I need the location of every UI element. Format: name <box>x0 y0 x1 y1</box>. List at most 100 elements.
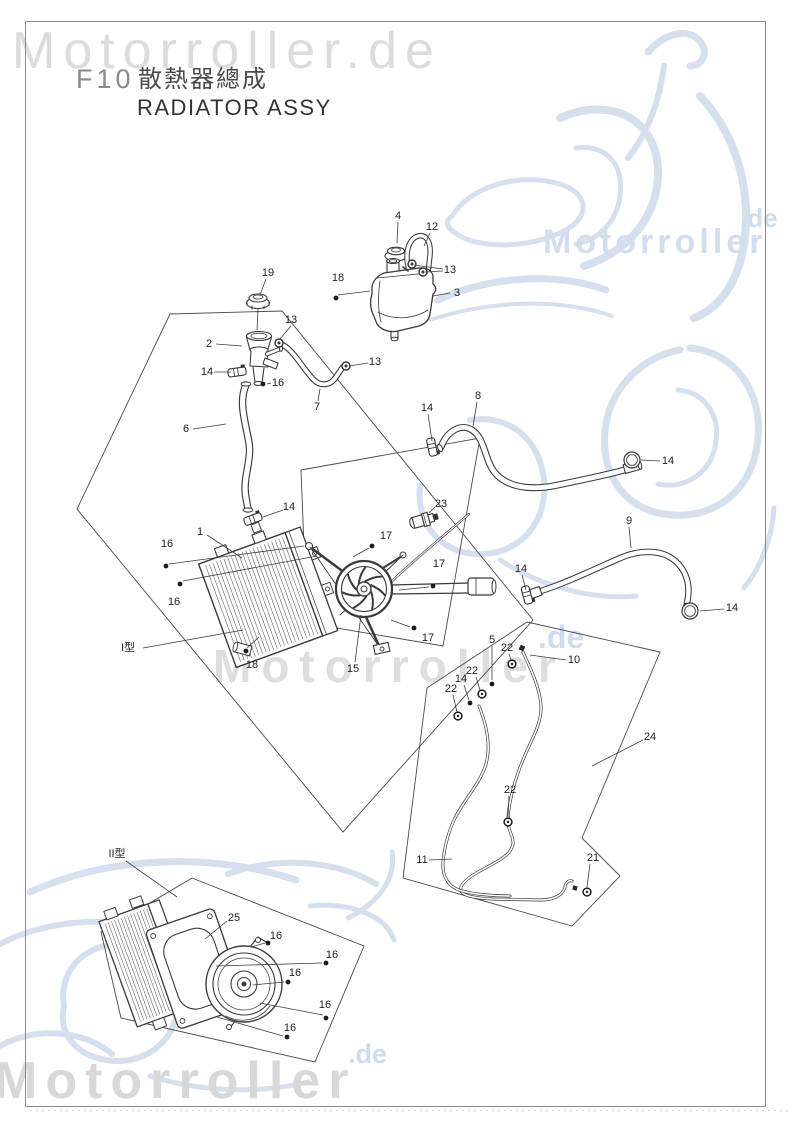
part-label-17: 17 <box>433 558 445 570</box>
watermark-top: Motorroller.de <box>12 22 442 80</box>
grommet-marker-center <box>506 820 510 824</box>
leader-line <box>142 629 244 649</box>
bolt-marker <box>285 979 291 985</box>
part-label-21: 21 <box>587 852 599 864</box>
bolt-marker <box>323 1015 329 1021</box>
part-label-16: 16 <box>284 1022 296 1034</box>
part-label-19: 19 <box>262 267 274 279</box>
grommet-marker-center <box>456 714 460 718</box>
leader-line <box>354 614 362 663</box>
leader-line <box>168 545 305 565</box>
leader-line <box>428 506 436 514</box>
part-label-16: 16 <box>161 538 173 550</box>
hose-6 <box>238 381 254 513</box>
leader-line <box>279 325 292 340</box>
bolt-marker <box>430 583 436 589</box>
part-label-14: 14 <box>455 673 467 685</box>
part-label-16: 16 <box>289 967 301 979</box>
page-title-code: F10 <box>76 64 135 94</box>
part-label-24: 24 <box>644 731 656 743</box>
leader-line <box>182 555 318 582</box>
part-label-15: 15 <box>347 663 359 675</box>
page-title-cn: 散熱器總成 <box>138 66 268 93</box>
leader-line <box>586 863 591 888</box>
leader-line <box>337 290 371 296</box>
part-label-16: 16 <box>272 377 284 389</box>
part-label-22: 22 <box>445 683 457 695</box>
part-label-5: 5 <box>489 634 495 646</box>
panel-24-outline <box>402 621 661 927</box>
fan-blade <box>341 591 361 597</box>
leader-line <box>628 526 632 549</box>
leader-line <box>452 694 458 713</box>
leader-line <box>521 574 527 591</box>
grommet-marker-center <box>510 662 514 666</box>
bolt-marker <box>163 563 169 569</box>
page-title-en: RADIATOR ASSY <box>137 95 332 120</box>
bolt-marker <box>177 581 183 587</box>
leader-line <box>192 423 227 430</box>
temp-sensor-23 <box>409 511 439 529</box>
part-label-9: 9 <box>626 515 632 527</box>
leader-line <box>472 401 478 427</box>
leader-line <box>352 547 370 558</box>
leader-line <box>390 619 411 628</box>
part-label-7: 7 <box>314 401 320 413</box>
leader-line <box>317 388 321 402</box>
grommet-marker-center <box>585 890 589 894</box>
leader-line <box>463 684 470 701</box>
radiator-cap-19 <box>245 293 271 310</box>
fan-blade <box>346 573 358 591</box>
leader-line <box>529 654 567 661</box>
filler-neck-2 <box>245 330 284 387</box>
leader-line <box>424 270 444 273</box>
watermark-bottom: Motorroller <box>0 1052 356 1110</box>
fan-blade <box>364 575 383 583</box>
overflow-hose-12 <box>404 233 433 286</box>
bolt-marker <box>243 648 249 654</box>
part-label-17: 17 <box>422 632 434 644</box>
leader-line <box>640 459 661 462</box>
scooter-watermark-top-right <box>416 30 777 600</box>
part-label-22: 22 <box>504 784 516 796</box>
leader-line <box>256 308 259 331</box>
fan-blade <box>370 591 374 610</box>
fan-blade <box>370 584 386 596</box>
leader-line <box>266 382 272 385</box>
leader-line <box>250 942 266 948</box>
bolt-marker <box>467 700 473 706</box>
part-label-23: 23 <box>435 498 447 510</box>
leader-line <box>428 858 453 861</box>
bolt-marker <box>323 960 329 966</box>
leader-line <box>348 362 369 367</box>
part-label-22: 22 <box>501 642 513 654</box>
part-label-18: 18 <box>332 272 344 284</box>
cooling-fan-15 <box>304 541 497 655</box>
part-label-I型: I型 <box>121 640 135 654</box>
fan-housing-type2 <box>205 936 283 1030</box>
leader-line <box>432 292 451 297</box>
part-label-10: 10 <box>568 654 580 666</box>
leader-line <box>396 221 399 244</box>
part-label-layer: 4121331819213137141661481414239141411616… <box>108 210 738 1040</box>
part-label-22: 22 <box>466 665 478 677</box>
part-label-14: 14 <box>662 455 674 467</box>
bolt-marker <box>489 681 495 687</box>
part-label-14: 14 <box>726 602 738 614</box>
part-label-18: 18 <box>246 659 258 671</box>
leader-line <box>508 653 512 661</box>
part-label-16: 16 <box>168 596 180 608</box>
grommet-marker-center <box>480 692 484 696</box>
panel-type1-outline <box>76 310 534 833</box>
leader-line <box>216 1016 284 1037</box>
leader-line <box>259 1002 324 1016</box>
overflow-tube-10 <box>459 644 578 902</box>
part-label-14: 14 <box>515 563 527 575</box>
leader-line <box>125 860 178 898</box>
part-label-1: 1 <box>197 526 203 538</box>
part-label-16: 16 <box>270 930 282 942</box>
leader-line <box>252 981 285 986</box>
leader-line <box>259 278 267 296</box>
part-label-13: 13 <box>369 356 381 368</box>
